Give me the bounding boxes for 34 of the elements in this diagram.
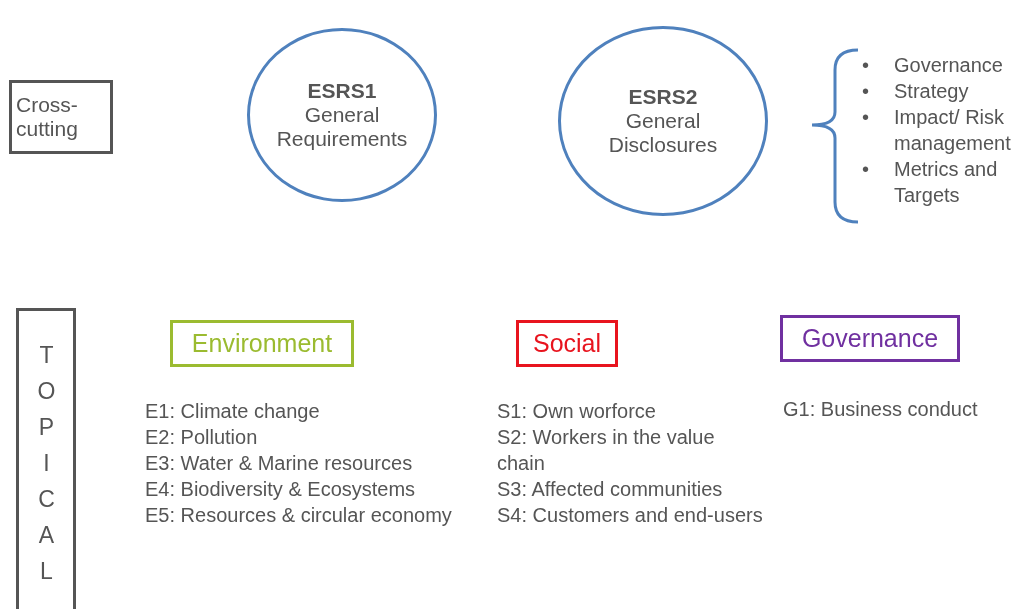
topic-label: Governance bbox=[801, 324, 939, 353]
standard-code: ESRS1 bbox=[307, 79, 377, 103]
list-item: Strategy bbox=[894, 79, 969, 104]
topic-item: E2: Pollution bbox=[145, 425, 258, 450]
vertical-label: TOPICAL bbox=[32, 342, 60, 594]
topic-label: Environment bbox=[191, 329, 333, 358]
topic-label: Social bbox=[532, 329, 602, 358]
list-item: Metrics and Targets bbox=[894, 157, 999, 208]
topic-heading bbox=[780, 315, 960, 362]
standard-code: ESRS2 bbox=[628, 85, 698, 109]
topic-heading bbox=[170, 320, 354, 367]
topic-item: S2: Workers in the value chain bbox=[497, 425, 716, 476]
standard-circle bbox=[558, 26, 768, 216]
list-item: Impact/ Risk management bbox=[894, 105, 1012, 156]
topic-item: E4: Biodiversity & Ecosystems bbox=[145, 477, 416, 502]
bullet-icon: • bbox=[862, 52, 869, 78]
category-box bbox=[16, 308, 76, 609]
standard-title: General Disclosures bbox=[607, 109, 719, 157]
topic-item: G1: Business conduct bbox=[783, 397, 978, 422]
topic-item: E5: Resources & circular economy bbox=[145, 503, 452, 528]
standard-circle bbox=[247, 28, 437, 202]
category-box bbox=[9, 80, 113, 154]
bullet-icon: • bbox=[862, 104, 869, 130]
bullet-icon: • bbox=[862, 78, 869, 104]
topic-item: E3: Water & Marine resources bbox=[145, 451, 413, 476]
topic-heading bbox=[516, 320, 618, 367]
topic-item: E1: Climate change bbox=[145, 399, 320, 424]
topic-item: S1: Own worforce bbox=[497, 399, 656, 424]
standard-title: General Requirements bbox=[275, 103, 409, 151]
topic-item: S3: Affected communities bbox=[497, 477, 723, 502]
list-item: Governance bbox=[894, 53, 1003, 78]
category-label: Cross-cutting bbox=[16, 93, 79, 141]
topic-item: S4: Customers and end-users bbox=[497, 503, 763, 528]
bullet-icon: • bbox=[862, 156, 869, 182]
